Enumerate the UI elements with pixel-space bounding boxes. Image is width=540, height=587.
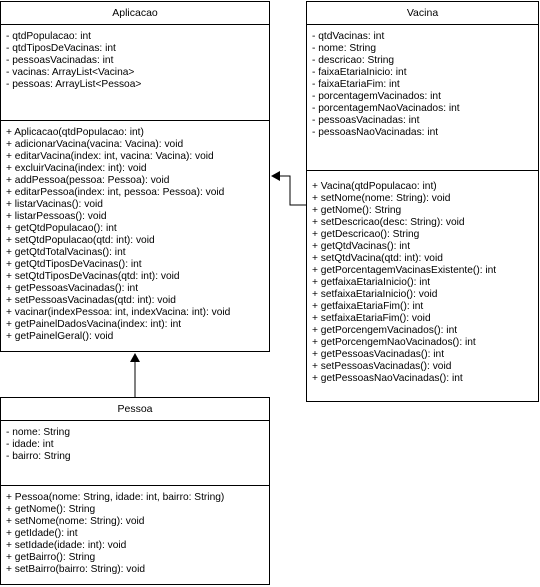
operation: + setPessoasVacinadas(): void <box>312 361 452 372</box>
operation: + setIdade(idade: int): void <box>6 540 127 551</box>
class-aplicacao: Aplicacao - qtdPopulacao: int - qtdTipos… <box>0 1 270 352</box>
class-pessoa: Pessoa - nome: String - idade: int - bai… <box>0 397 270 585</box>
operation: + addPessoa(pessoa: Pessoa): void <box>6 175 170 186</box>
class-aplicacao-attributes: - qtdPopulacao: int - qtdTiposDeVacinas:… <box>1 25 269 121</box>
operation: + setNome(nome: String): void <box>6 516 145 527</box>
operation: + getNome(): String <box>312 205 402 216</box>
operation: + setPessoasVacinadas(qtd: int): void <box>6 295 176 306</box>
operation: + listarVacinas(): void <box>6 199 103 210</box>
class-aplicacao-operations: + Aplicacao(qtdPopulacao: int) + adicion… <box>1 121 269 343</box>
operation: + getPainelGeral(): void <box>6 331 114 342</box>
operation: + getPorcentagemVacinasExistente(): int <box>312 265 497 276</box>
operation: + getPorcengemVacinados(): int <box>312 325 458 336</box>
attribute: - faixaEtariaInicio: int <box>312 67 407 78</box>
operation: + setNome(nome: String): void <box>312 193 451 204</box>
operation: + getPessoasVacinadas(): int <box>312 349 445 360</box>
attribute: - descricao: String <box>312 55 395 66</box>
attribute: - qtdTiposDeVacinas: int <box>6 43 116 54</box>
operation: + getQtdPopulacao(): int <box>6 223 117 234</box>
operation: + getQtdVacinas(): int <box>312 241 411 252</box>
operation: + getDescricao(): String <box>312 229 420 240</box>
class-aplicacao-title: Aplicacao <box>1 2 269 25</box>
attribute: - vacinas: ArrayList<Vacina> <box>6 67 135 78</box>
attribute: - porcentagemNaoVacinados: int <box>312 103 460 114</box>
operation: + adicionarVacina(vacina: Vacina): void <box>6 139 184 150</box>
class-vacina-attributes: - qtdVacinas: int - nome: String - descr… <box>307 25 538 171</box>
operation: + getPainelDadosVacina(index: int): int <box>6 319 182 330</box>
operation: + getPessoasVacinadas(): int <box>6 283 139 294</box>
operation: + setDescricao(desc: String): void <box>312 217 465 228</box>
operation: + Pessoa(nome: String, idade: int, bairr… <box>6 492 225 503</box>
class-vacina-title: Vacina <box>307 2 538 25</box>
attribute: - pessoasVacinadas: int <box>6 55 114 66</box>
class-pessoa-attributes: - nome: String - idade: int - bairro: St… <box>1 421 269 486</box>
operation: + getPorcengemNaoVacinados(): int <box>312 337 476 348</box>
operation: + getIdade(): int <box>6 528 78 539</box>
attribute: - qtdPopulacao: int <box>6 31 91 42</box>
class-vacina: Vacina - qtdVacinas: int - nome: String … <box>306 1 539 402</box>
operation: + listarPessoas(): void <box>6 211 107 222</box>
operation: + excluirVacina(index: int): void <box>6 163 147 174</box>
attribute: - qtdVacinas: int <box>312 31 385 42</box>
operation: + editarPessoa(index: int, pessoa: Pesso… <box>6 187 225 198</box>
attribute: - pessoasVacinadas: int <box>312 115 420 126</box>
attribute: - pessoas: ArrayList<Pessoa> <box>6 79 142 90</box>
operation: + getfaixaEtariaFim(): int <box>312 301 424 312</box>
operation: + setQtdPopulacao(qtd: int): void <box>6 235 155 246</box>
attribute: - faixaEtariaFim: int <box>312 79 400 90</box>
attribute: - idade: int <box>6 439 54 450</box>
operation: + editarVacina(index: int, vacina: Vacin… <box>6 151 214 162</box>
attribute: - nome: String <box>312 43 376 54</box>
class-pessoa-title: Pessoa <box>1 398 269 421</box>
operation: + setfaixaEtariaFim(): void <box>312 313 431 324</box>
attribute: - porcentagemVacinados: int <box>312 91 441 102</box>
operation: + setBairro(bairro: String): void <box>6 564 145 575</box>
operation: + setQtdTiposDeVacinas(qtd: int): void <box>6 271 180 282</box>
attribute: - nome: String <box>6 427 70 438</box>
operation: + getfaixaEtariaInicio(): int <box>312 277 431 288</box>
operation: + getNome(): String <box>6 504 96 515</box>
operation: + Aplicacao(qtdPopulacao: int) <box>6 127 144 138</box>
operation: + getPessoasNaoVacinadas(): int <box>312 373 463 384</box>
operation: + Vacina(qtdPopulacao: int) <box>312 181 437 192</box>
operation: + setQtdVacina(qtd: int): void <box>312 253 443 264</box>
class-vacina-operations: + Vacina(qtdPopulacao: int) + setNome(no… <box>307 171 538 385</box>
operation: + vacinar(indexPessoa: int, indexVacina:… <box>6 307 231 318</box>
association-vacina-aplicacao <box>271 171 306 206</box>
operation: + getBairro(): String <box>6 552 96 563</box>
attribute: - bairro: String <box>6 451 71 462</box>
operation: + getQtdTotalVacinas(): int <box>6 247 126 258</box>
class-pessoa-operations: + Pessoa(nome: String, idade: int, bairr… <box>1 486 269 576</box>
operation: + setfaixaEtariaInicio(): void <box>312 289 438 300</box>
attribute: - pessoasNaoVacinadas: int <box>312 127 439 138</box>
operation: + getQtdTiposDeVacinas(): int <box>6 259 142 270</box>
